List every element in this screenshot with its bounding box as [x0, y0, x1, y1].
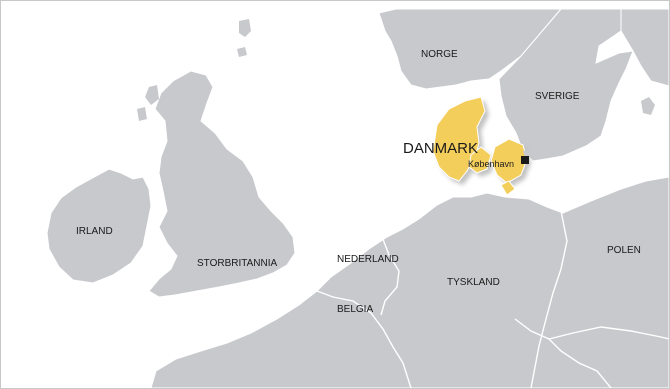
finland-shape: [620, 8, 669, 87]
sweden-shape: [498, 8, 634, 162]
label-belgium: BELGIA: [337, 304, 373, 315]
label-great-britain: STORBRITANNIA: [197, 258, 278, 269]
label-poland: POLEN: [607, 245, 641, 256]
great-britain-shape: [148, 70, 296, 298]
capital-marker: [521, 156, 529, 164]
label-ireland: IRLAND: [76, 226, 113, 237]
denmark-shape: [432, 96, 528, 196]
label-netherlands: NEDERLAND: [337, 254, 399, 265]
label-capital: København: [468, 159, 514, 169]
country-borders: [316, 210, 669, 388]
orkney-shape: [237, 19, 251, 57]
bornholm-shape: [523, 149, 531, 157]
label-germany: TYSKLAND: [447, 277, 500, 288]
ireland-shape: [46, 168, 152, 284]
label-sweden: SVERIGE: [535, 91, 580, 102]
gotland-shape: [641, 97, 655, 115]
label-norway: NORGE: [421, 49, 458, 60]
norway-shape: [378, 8, 563, 90]
label-denmark: DANMARK: [403, 140, 478, 157]
hebrides-shape: [137, 85, 159, 121]
